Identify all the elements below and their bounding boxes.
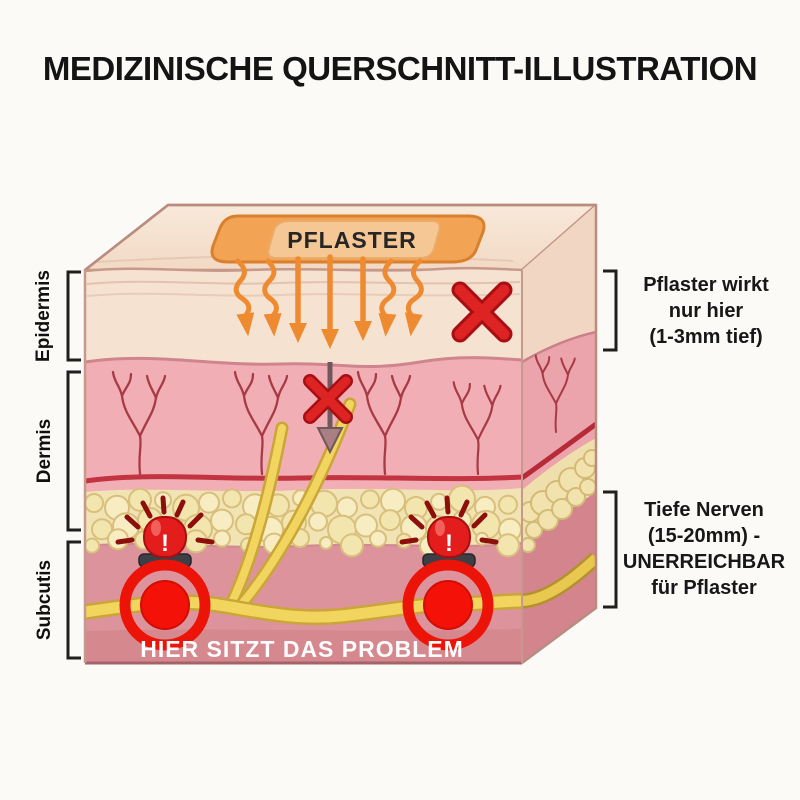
fat-globule — [583, 449, 596, 467]
annotation-plaster-depth: Pflaster wirkt nur hier (1-3mm tief) — [643, 274, 769, 348]
fat-globule — [308, 511, 328, 532]
annotation-brackets — [603, 269, 618, 609]
fat-globule — [85, 537, 100, 554]
fat-globule — [525, 521, 543, 539]
page-title: MEDIZINISCHE QUERSCHNITT-ILLUSTRATION — [42, 50, 758, 87]
siren-ray — [140, 500, 153, 519]
siren-highlight — [151, 520, 161, 536]
layer-label-dermis: Dermis — [34, 418, 55, 484]
fat-globule — [354, 513, 378, 538]
siren-ray — [160, 495, 167, 515]
fat-globule-layer — [85, 484, 522, 558]
siren-exclamation: ! — [161, 530, 169, 557]
siren-ray — [444, 495, 451, 515]
fat-globule — [496, 533, 520, 558]
x-mark-epidermis-icon — [451, 281, 513, 343]
plaster-label: PFLASTER — [287, 227, 416, 253]
block-outline — [83, 203, 598, 665]
siren-ray — [174, 499, 186, 518]
fat-globule — [579, 478, 596, 496]
blood-vessel-tree — [233, 370, 289, 476]
siren-highlight — [435, 520, 445, 536]
fat-globule — [369, 529, 387, 548]
siren-ray — [458, 499, 470, 518]
fat-globule — [85, 493, 104, 513]
fat-globule — [430, 492, 448, 511]
blood-vessel-tree — [111, 370, 167, 476]
fat-globule — [380, 487, 406, 514]
fat-globule — [336, 496, 358, 519]
absorption-arrows — [233, 254, 424, 349]
fat-globule-layer-side — [522, 449, 596, 553]
siren-ray — [471, 512, 488, 529]
siren-ray — [187, 512, 204, 529]
fat-globule — [379, 509, 401, 532]
blood-vessel-tree — [452, 381, 502, 476]
fat-globule — [319, 536, 333, 550]
fat-globule — [91, 518, 113, 541]
fat-globule — [198, 491, 220, 514]
bottom-caption: HIER SITZT DAS PROBLEM — [140, 636, 464, 662]
layer-label-epidermis: Epidermis — [33, 270, 54, 362]
x-mark-dermis-icon — [303, 374, 353, 424]
siren-ray — [424, 500, 437, 519]
layer-label-subcutis: Subcutis — [34, 559, 55, 641]
fat-globule — [498, 494, 518, 515]
siren-ray — [399, 537, 419, 545]
siren-ray — [479, 537, 499, 545]
siren-ray — [124, 514, 141, 530]
blood-vessel-tree — [356, 370, 412, 476]
annotation-deep-nerves: Tiefe Nerven (15-20mm) - UNERREICHBAR fü… — [622, 499, 786, 599]
blood-vessel-tree — [534, 354, 576, 433]
fat-globule — [522, 537, 536, 553]
fat-globule — [360, 489, 380, 510]
blood-vessel-trees — [111, 354, 576, 476]
plaster-patch-icon: PFLASTER — [210, 214, 486, 264]
siren-ray — [115, 537, 135, 545]
dermis-main-vessel — [84, 421, 596, 484]
siren-exclamation: ! — [445, 530, 453, 557]
fat-globule — [340, 533, 364, 558]
siren-ray — [408, 514, 425, 530]
siren-ray — [195, 537, 215, 545]
fat-globule — [566, 487, 586, 507]
fat-globule — [213, 529, 231, 548]
fat-globule — [551, 498, 573, 520]
nerve-target-icons — [119, 559, 494, 651]
layer-brackets — [66, 270, 81, 660]
fat-globule — [222, 488, 242, 509]
fat-globule — [210, 508, 234, 533]
